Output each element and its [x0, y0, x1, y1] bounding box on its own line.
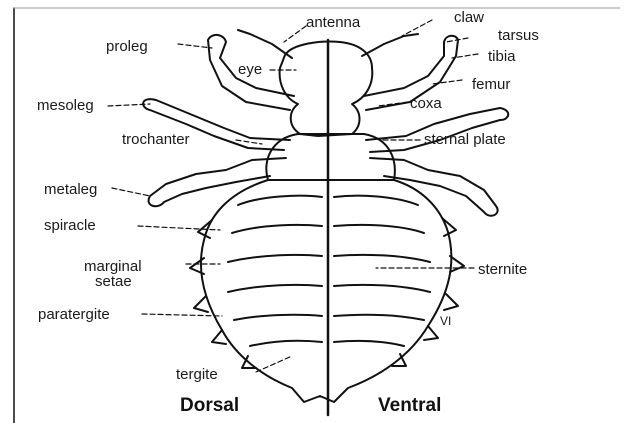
- view-label-dorsal: Dorsal: [180, 395, 239, 417]
- left-antenna: [238, 30, 292, 58]
- head-outline: [280, 42, 373, 136]
- dorsal-segments: [228, 196, 322, 346]
- abdomen-left-lobes: [190, 220, 256, 368]
- label-claw: claw: [454, 9, 484, 26]
- view-label-ventral: Ventral: [378, 395, 441, 417]
- label-tibia: tibia: [488, 48, 516, 65]
- thorax-outline: [266, 134, 395, 180]
- label-sternal-plate: sternal plate: [424, 131, 506, 148]
- label-segment-vi: VI: [440, 313, 451, 330]
- label-coxa: coxa: [410, 95, 442, 112]
- abdomen-outline: [201, 180, 451, 402]
- label-spiracle: spiracle: [44, 217, 96, 234]
- ventral-segments: [334, 196, 430, 346]
- right-antenna: [362, 34, 418, 56]
- label-antenna: antenna: [306, 14, 360, 31]
- label-femur: femur: [472, 76, 510, 93]
- label-sternite: sternite: [478, 261, 527, 278]
- label-paratergite: paratergite: [38, 306, 110, 323]
- label-setae: setae: [95, 273, 132, 290]
- label-proleg: proleg: [106, 38, 148, 55]
- label-eye: eye: [238, 61, 262, 78]
- label-tarsus: tarsus: [498, 27, 539, 44]
- label-mesoleg: mesoleg: [37, 97, 94, 114]
- label-tergite: tergite: [176, 366, 218, 383]
- label-metaleg: metaleg: [44, 181, 97, 198]
- label-trochanter: trochanter: [122, 131, 190, 148]
